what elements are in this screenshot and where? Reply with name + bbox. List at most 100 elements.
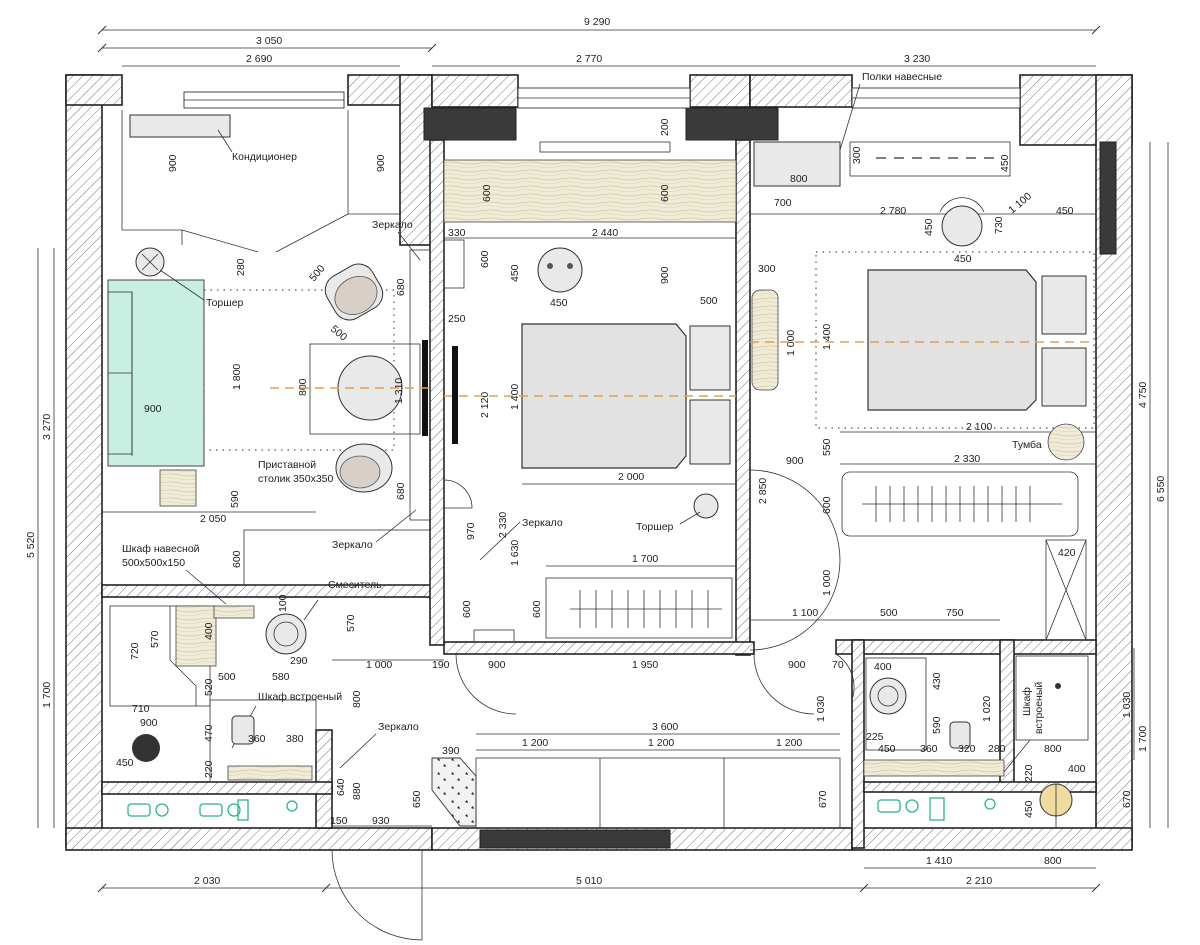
dim-b2-1000a: 1 000 xyxy=(785,330,797,356)
dim-right-lower-a: 1 030 xyxy=(1121,692,1133,718)
dim-bl-710: 710 xyxy=(132,703,150,715)
dim-b2-450c: 450 xyxy=(954,253,972,265)
dim-l-500b: 500 xyxy=(328,323,349,344)
dim-left-wing: 3 050 xyxy=(256,35,282,47)
living-room: Кондиционер 900 900 280 Торшер 1 800 900… xyxy=(102,110,434,605)
dim-l-500a: 500 xyxy=(307,263,328,284)
dim-l-900c: 900 xyxy=(144,403,162,415)
dim-l-2050: 2 050 xyxy=(200,513,226,525)
top-dimensions: 9 290 3 050 2 690 2 770 3 230 xyxy=(97,16,1101,67)
dim-b1-1400: 1 400 xyxy=(509,384,521,410)
dim-h-650: 650 xyxy=(411,790,423,808)
dim-br-320: 320 xyxy=(958,743,976,755)
wardrobe-bed2 xyxy=(841,471,1079,537)
dim-total-width: 9 290 xyxy=(584,16,610,28)
nightstand xyxy=(1047,423,1085,461)
dim-l-1800: 1 800 xyxy=(231,364,243,390)
armchair-top xyxy=(324,263,384,321)
dim-bl-d400: 400 xyxy=(203,622,215,640)
dim-bl-640: 640 xyxy=(335,778,347,796)
dim-b1-2000: 2 000 xyxy=(618,471,644,483)
dim-l-900a: 900 xyxy=(167,154,179,172)
dim-b2-450a: 450 xyxy=(999,154,1011,172)
label-mirror1: Зеркало xyxy=(372,219,413,231)
label-nightstand: Тумба xyxy=(1012,439,1042,451)
sanitary-right xyxy=(877,797,996,821)
dim-b2-1100b: 1 100 xyxy=(792,607,818,619)
dim-b1-1630: 1 630 xyxy=(509,540,521,566)
dim-l-600: 600 xyxy=(231,550,243,568)
dim-b2-600: 600 xyxy=(821,496,833,514)
label-wall-cab: Шкаф навесной xyxy=(122,543,200,555)
dim-h-900a: 900 xyxy=(488,659,506,671)
dim-h-1030: 1 030 xyxy=(815,696,827,722)
dim-h-1200a: 1 200 xyxy=(522,737,548,749)
label-lamp1: Торшер xyxy=(206,297,244,309)
dim-b2-900: 900 xyxy=(786,455,804,467)
dim-bl-570a: 570 xyxy=(149,630,161,648)
dim-b2-450d: 450 xyxy=(1056,205,1074,217)
dim-bl-220: 220 xyxy=(203,760,215,778)
dim-bl-900: 900 xyxy=(140,717,158,729)
dim-bath-right-b: 800 xyxy=(1044,855,1062,867)
label-mirror2: Зеркало xyxy=(332,539,373,551)
label-mixer: Смеситель xyxy=(328,579,382,591)
dim-h-1200c: 1 200 xyxy=(776,737,802,749)
dim-bl-520: 520 xyxy=(203,678,215,696)
bottom-dimensions: 2 030 5 010 2 210 1 410 800 xyxy=(97,855,1101,893)
dim-l-800: 800 xyxy=(297,378,309,396)
dim-b2-700: 700 xyxy=(774,197,792,209)
label-side-table-2: столик 350х350 xyxy=(258,473,334,485)
dim-b1-600b: 600 xyxy=(659,184,671,202)
dim-b2-1100: 1 100 xyxy=(1006,190,1034,216)
dim-b1-1700: 1 700 xyxy=(632,553,658,565)
dim-left-total: 5 520 xyxy=(25,532,37,558)
dim-br-360: 360 xyxy=(920,743,938,755)
dim-b1-600c: 600 xyxy=(479,250,491,268)
dim-bed2-width: 3 230 xyxy=(904,53,930,65)
dim-bl-720: 720 xyxy=(129,642,141,660)
dim-b2-300b: 300 xyxy=(758,263,776,275)
dim-bl-290: 290 xyxy=(290,655,308,667)
bed-2 xyxy=(867,269,1037,411)
dim-br-280: 280 xyxy=(988,743,1006,755)
dim-b2-2330: 2 330 xyxy=(954,453,980,465)
dim-b1-970: 970 xyxy=(465,522,477,540)
dim-bottom-mid: 5 010 xyxy=(576,875,602,887)
dim-b1-600e: 600 xyxy=(531,600,543,618)
dim-right-lower-c: 670 xyxy=(1121,790,1133,808)
dim-br-400b: 400 xyxy=(1068,763,1086,775)
dim-right-upper: 4 750 xyxy=(1137,382,1149,408)
bench-bed2 xyxy=(751,289,779,391)
bedroom-2: Полки навесные 300 800 450 700 2 780 450… xyxy=(749,71,1096,651)
dim-h-1200b: 1 200 xyxy=(648,737,674,749)
dim-b2-730: 730 xyxy=(993,216,1005,234)
dim-b1-450a: 450 xyxy=(509,264,521,282)
dim-bl-880: 880 xyxy=(351,782,363,800)
desk-chair xyxy=(941,205,983,247)
dim-h-1950: 1 950 xyxy=(632,659,658,671)
dim-bl-100: 100 xyxy=(277,594,289,612)
dim-l-280: 280 xyxy=(235,258,247,276)
dim-b2-420: 420 xyxy=(1058,547,1076,559)
floor-lamp-bed1 xyxy=(693,493,719,519)
dim-bottom-left: 2 030 xyxy=(194,875,220,887)
bedroom-1: 200 600 600 330 2 440 600 450 450 900 50… xyxy=(443,118,737,643)
dim-right-total: 6 550 xyxy=(1155,476,1167,502)
dim-br-800: 800 xyxy=(1044,743,1062,755)
dim-bl-580: 580 xyxy=(272,671,290,683)
label-shelves: Полки навесные xyxy=(862,71,942,83)
dim-bl-800: 800 xyxy=(351,690,363,708)
dim-bottom-right: 2 210 xyxy=(966,875,992,887)
label-mirror3: Зеркало xyxy=(522,517,563,529)
dim-br-430: 430 xyxy=(931,672,943,690)
sink-left xyxy=(265,613,307,655)
bed-1 xyxy=(521,323,687,469)
dim-l-680a: 680 xyxy=(395,278,407,296)
tv-bed1 xyxy=(452,346,458,444)
dim-b2-1000b: 1 000 xyxy=(821,570,833,596)
dim-br-220: 220 xyxy=(1023,764,1035,782)
dim-bath-right-a: 1 410 xyxy=(926,855,952,867)
dim-h-190: 190 xyxy=(432,659,450,671)
